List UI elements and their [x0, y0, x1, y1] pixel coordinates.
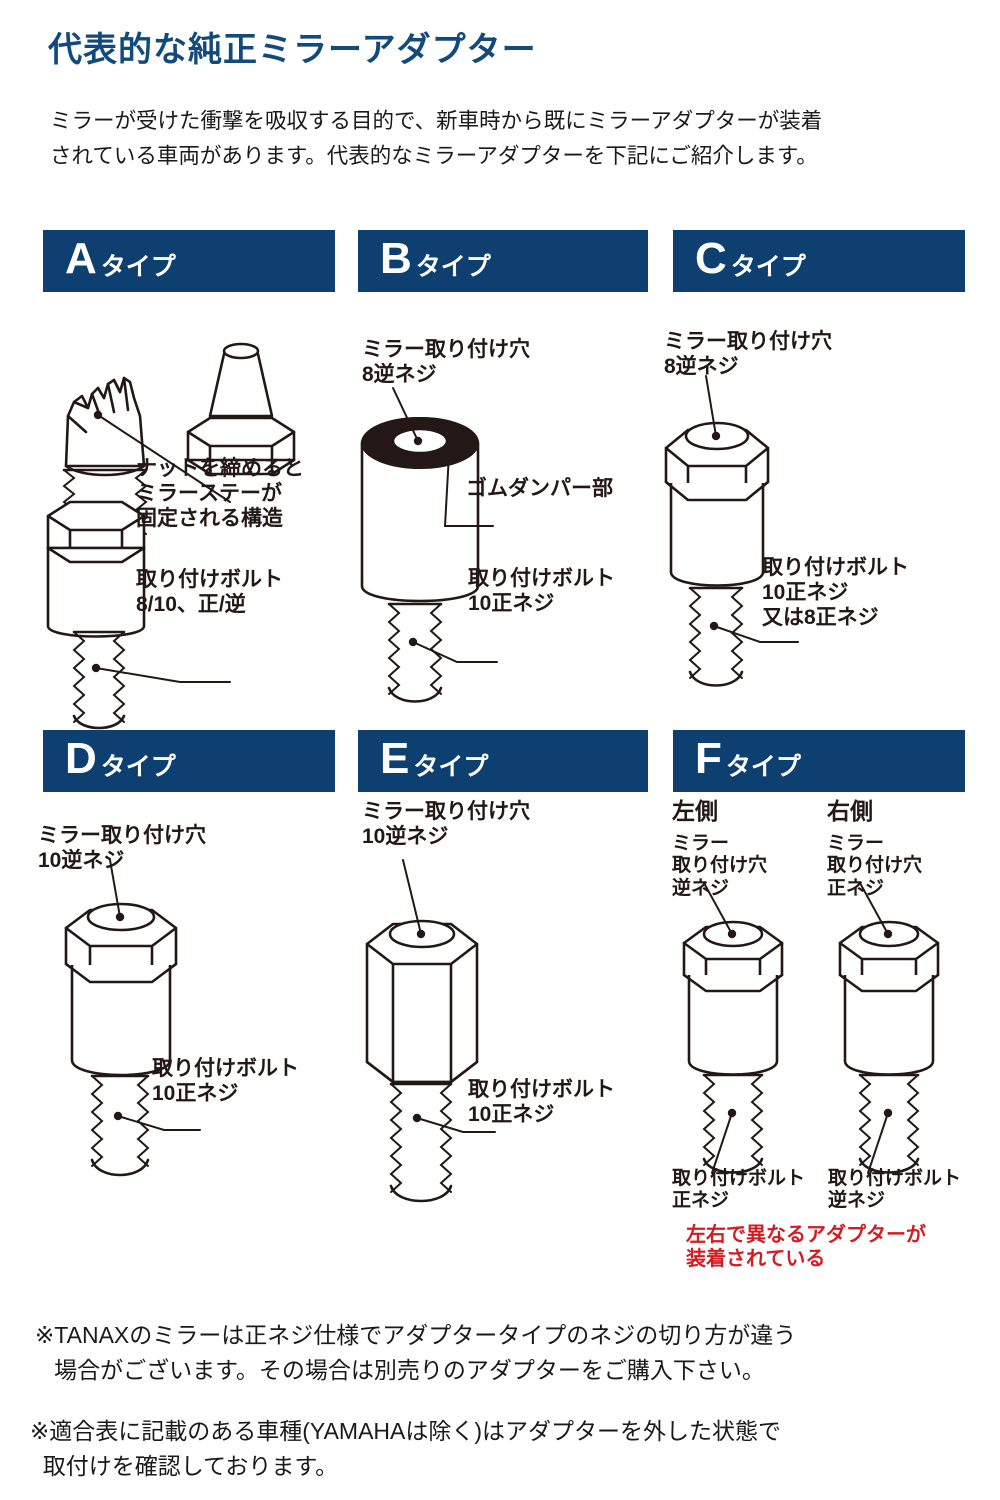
- intro-line-1: ミラーが受けた衝撃を吸収する目的で、新車時から既にミラーアダプターが装着: [50, 109, 823, 133]
- type-banner-b: B タイプ: [358, 230, 648, 292]
- type-f-drawing: [682, 882, 940, 1174]
- type-suffix-a: タイプ: [100, 252, 176, 281]
- leader-line-bolt: [412, 641, 498, 663]
- type-b-rubber-damper-note: ゴムダンパー部: [466, 477, 613, 500]
- f-left-unit: [682, 882, 784, 1174]
- type-e-mirror-hole-note: ミラー取り付け穴 10逆ネジ: [362, 800, 530, 848]
- leader-line-mirror-hole: [402, 859, 422, 935]
- cone-nut-part: [186, 342, 296, 476]
- intro-paragraph: ミラーが受けた衝撃を吸収する目的で、新車時から既にミラーアダプターが装着 されて…: [50, 104, 950, 174]
- leader-line-mirror-hole: [109, 859, 121, 918]
- type-a-drawing: [46, 342, 296, 730]
- type-banner-a: A タイプ: [43, 230, 335, 292]
- type-a-nut-tighten-note: ナットを締めると ミラーステーが 固定される構造: [136, 457, 304, 530]
- mount-bolt-e: [389, 1082, 453, 1203]
- type-d-mount-bolt-note: 取り付けボルト 10正ネジ: [152, 1057, 299, 1105]
- leader-line-right-bolt: [867, 1112, 889, 1174]
- leader-line-mirror-hole: [392, 387, 419, 442]
- leader-line-mirror-hole: [705, 375, 717, 437]
- type-a-mount-bolt-note: 取り付けボルト 8/10、正/逆: [136, 568, 283, 616]
- type-suffix-e: タイプ: [413, 752, 489, 781]
- type-f-right-mirror-hole-note: ミラー 取り付け穴 正ネジ: [827, 833, 923, 899]
- type-f-warning-note: 左右で異なるアダプターが 装着されている: [686, 1224, 926, 1270]
- footer-note-1: ※TANAXのミラーは正ネジ仕様でアダプタータイプのネジの切り方が違う 場合がご…: [35, 1322, 797, 1383]
- type-c-mount-bolt-note: 取り付けボルト 10正ネジ 又は8正ネジ: [762, 556, 909, 629]
- type-suffix-f: タイプ: [725, 752, 801, 781]
- type-suffix-d: タイプ: [100, 752, 176, 781]
- mount-bolt-d: [90, 1074, 150, 1177]
- type-suffix-b: タイプ: [415, 252, 491, 281]
- type-f-left-side-heading: 左側: [672, 798, 718, 824]
- leader-line-left-bolt: [711, 1112, 733, 1174]
- leader-line-right-hole: [859, 882, 889, 935]
- type-d-mirror-hole-note: ミラー取り付け穴 10逆ネジ: [38, 824, 206, 872]
- mount-bolt-a: [72, 630, 126, 730]
- type-c-drawing: [664, 375, 799, 687]
- hex-body-a: [46, 500, 146, 638]
- type-letter-e: E: [380, 734, 410, 783]
- leader-line-bolt: [95, 667, 231, 683]
- type-b-mirror-hole-note: ミラー取り付け穴 8逆ネジ: [362, 338, 530, 386]
- page-title: 代表的な純正ミラーアダプター: [48, 31, 537, 69]
- type-e-drawing: [365, 859, 496, 1203]
- type-banner-e: E タイプ: [358, 730, 648, 792]
- type-f-left-mount-bolt-note: 取り付けボルト 正ネジ: [672, 1168, 806, 1212]
- type-b-mount-bolt-note: 取り付けボルト 10正ネジ: [468, 567, 615, 615]
- type-letter-d: D: [65, 734, 97, 783]
- type-suffix-c: タイプ: [730, 252, 806, 281]
- intro-line-2: されている車両があります。代表的なミラーアダプターを下記にご紹介します。: [50, 143, 818, 168]
- type-b-drawing: [360, 387, 498, 703]
- f-right-unit: [838, 882, 940, 1174]
- leader-line-left-hole: [703, 882, 733, 935]
- type-banner-f: F タイプ: [673, 730, 965, 792]
- leader-line-bolt: [117, 1115, 201, 1131]
- type-letter-b: B: [380, 234, 412, 283]
- type-letter-a: A: [65, 234, 97, 283]
- leader-line-bolt: [416, 1117, 496, 1133]
- type-f-right-mount-bolt-note: 取り付けボルト 逆ネジ: [828, 1168, 962, 1212]
- type-f-left-mirror-hole-note: ミラー 取り付け穴 逆ネジ: [672, 833, 768, 899]
- type-banner-c: C タイプ: [673, 230, 965, 292]
- type-banner-d: D タイプ: [43, 730, 335, 792]
- type-letter-f: F: [695, 734, 722, 783]
- leader-line-nut: [97, 414, 231, 503]
- leader-line-bolt: [713, 625, 799, 643]
- type-c-mirror-hole-note: ミラー取り付け穴 8逆ネジ: [664, 330, 832, 378]
- type-f-right-side-heading: 右側: [827, 798, 873, 824]
- type-e-mount-bolt-note: 取り付けボルト 10正ネジ: [468, 1078, 615, 1126]
- collet-part: [64, 376, 146, 477]
- type-letter-c: C: [695, 234, 727, 283]
- type-d-drawing: [64, 859, 201, 1177]
- mount-bolt-b: [387, 602, 443, 703]
- footer-note-2: ※適合表に記載のある車種(YAMAHAは除く)はアダプターを外した状態で 取付け…: [30, 1418, 782, 1479]
- leader-line-damper: [443, 453, 494, 527]
- mount-bolt-c: [688, 586, 744, 687]
